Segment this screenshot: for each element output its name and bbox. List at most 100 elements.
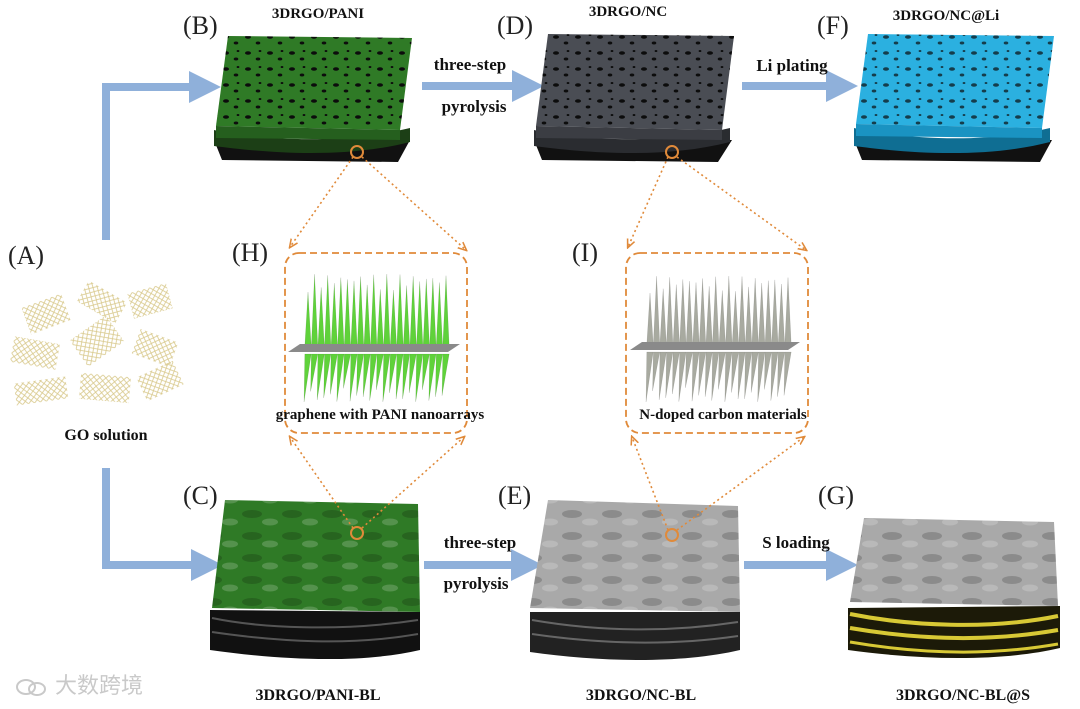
nanoarray-spike [362,353,371,397]
nanoarray-spike [771,279,779,345]
nanoarray-spike [317,287,325,347]
title-nc-li: 3DRGO/NC@Li [892,8,1000,24]
nanoarray-spike [336,353,345,402]
panel-letter-c: (C) [183,481,218,510]
nanoarray-spike [672,351,680,395]
caption-go-solution: GO solution [64,427,148,444]
nanoarray-spike [370,274,378,347]
step-pyrolysis-top: pyrolysis [441,97,507,116]
nanoarray-spike [658,351,667,400]
panel-letter-h: (H) [232,238,269,267]
nanoarray-spike [777,283,785,345]
nanoarray-spike [357,276,365,347]
nanoarray-spike [718,290,726,345]
panel-letter-i: (I) [572,238,598,267]
nanoarray-spike [750,351,759,393]
nanoarray-spike [757,351,766,402]
nanoarray-spike [311,274,319,347]
caption-pani-nanoarrays: graphene with PANI nanoarrays [275,407,485,423]
nanoarray-spike [323,353,332,399]
nanoarray-spike [738,276,746,345]
nanoarray-spike [389,353,397,393]
nanoarray-spike [665,351,674,398]
nanoarray-spike [737,351,746,399]
nanoarray-spike [712,276,720,345]
nanoarray-spike [704,351,713,397]
nanoarray-spike [770,351,779,401]
step-three-step-top: three-step [433,55,507,74]
nanoarray-spike [441,353,450,396]
nanoarray-spike [324,275,332,347]
go-flakes-illustration [10,280,184,406]
nanoarray-spike [705,286,713,345]
nanoarray-spike [356,353,365,396]
nanoarray-spike [653,276,661,345]
step-li-plating: Li plating [756,56,828,75]
nanoarray-spike [725,275,733,345]
elbow-arrow-icon [102,468,223,581]
dotted-arrow-icon [290,156,806,531]
nanoarray-spike [383,273,391,347]
step-pyrolysis-bottom: pyrolysis [443,574,509,593]
nanoarray-spike [337,277,345,347]
pani-bl-block [210,500,420,660]
nanoarray-spike [678,351,687,402]
li-porous-block [854,34,1054,162]
step-three-step-bottom: three-step [443,533,517,552]
nc-bl-s-block [848,518,1060,658]
zoom-marker-e [665,528,679,542]
nanoarray-spike [745,286,753,345]
nanoarray-spike [724,351,733,402]
panel-letter-d: (D) [497,11,534,40]
wechat-logo-icon [16,679,46,696]
watermark-text: 大数跨境 [55,674,144,699]
title-nc: 3DRGO/NC [588,4,668,20]
nanoarray-spike [382,353,391,402]
panel-letter-e: (E) [498,481,532,510]
nc-bl-block [530,500,740,660]
nanoarray-spike [389,290,397,347]
nanoarray-spike [731,291,739,345]
nanoarray-spike [698,351,707,396]
nanoarray-spike [699,278,707,345]
nanoarray-spike [435,353,443,397]
nanoarray-spike [428,353,437,401]
nanoarray-spike [395,353,404,400]
nanoarray-spike [784,277,792,345]
panel-letter-g: (G) [818,481,855,510]
nanoarray-spike [304,291,312,347]
nanoarray-spike [666,277,674,345]
panel-letter-b: (B) [183,11,218,40]
nanoarray-spike [343,279,351,347]
nanoarray-spike [679,279,687,345]
nanoarray-spike [363,284,371,347]
zoom-marker-d [665,145,679,159]
panel-letter-a: (A) [8,241,45,270]
nanoarray-spike [396,274,404,347]
nanoarray-spike [731,351,739,393]
pani-nanoarray-illustration [288,273,460,403]
nanoarray-spike [659,288,667,345]
zoom-marker-b [350,145,364,159]
nanoarray-spike [751,278,759,345]
inset-frame-h [284,252,468,434]
title-pani: 3DRGO/PANI [271,6,365,22]
nanoarray-spike [692,282,700,345]
title-nc-bl: 3DRGO/NC-BL [585,687,697,704]
nanoarray-spike [330,283,338,347]
zoom-marker-c [350,526,364,540]
nanoarray-spike [376,289,384,347]
nanoarray-spike [685,351,693,388]
title-pani-bl: 3DRGO/PANI-BL [255,687,381,704]
nanoarray-spike [350,280,358,347]
nanoarray-spike [442,275,450,347]
nanoarray-spike [303,353,312,403]
nanoarray-spike [764,351,772,390]
watermark: 大数跨境 [14,676,143,698]
nanoarray-spike [435,282,443,347]
nanoarray-spike [415,353,424,402]
nanoarray-spike [711,351,720,401]
nanoarray-spike [422,353,430,390]
step-s-loading: S loading [762,533,830,552]
